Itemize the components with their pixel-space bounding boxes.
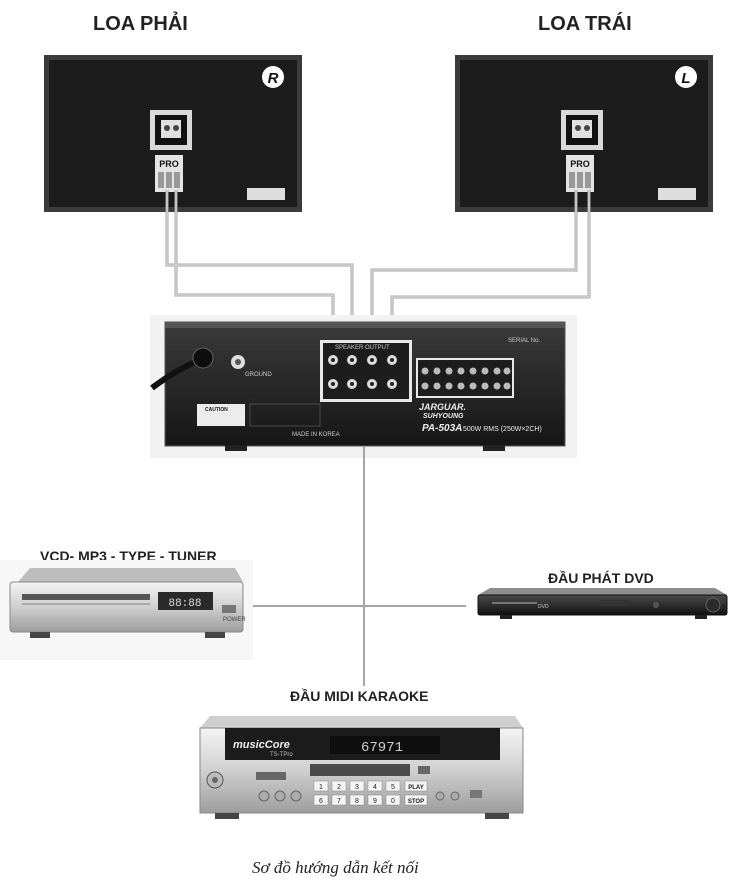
amplifier: GROUND CAUTION MADE IN KOREA SPEAKER OUT… bbox=[150, 315, 577, 458]
vcd-power-label: POWER bbox=[223, 617, 246, 623]
midi-key-1: 1 bbox=[319, 784, 323, 791]
amp-caution-label: CAUTION bbox=[205, 407, 228, 413]
right-speaker-label: LOA PHẢI bbox=[93, 13, 188, 35]
amp-speaker-output-label: SPEAKER OUTPUT bbox=[335, 345, 390, 351]
midi-stop-key: STOP bbox=[408, 799, 424, 805]
left-badge-circle bbox=[675, 66, 697, 88]
midi-play-key: PLAY bbox=[408, 785, 423, 791]
vcd-player: 88:88 POWER bbox=[0, 560, 253, 660]
left-speaker: L PRO bbox=[455, 55, 713, 212]
midi-model: TS-TPro bbox=[270, 752, 293, 758]
amp-ground-label: GROUND bbox=[245, 372, 272, 378]
rca-jacks bbox=[421, 367, 511, 390]
amp-brand-line1: JARGUAR. bbox=[419, 402, 466, 412]
midi-display: 67971 bbox=[361, 740, 403, 756]
left-terminal-label: PRO bbox=[570, 159, 590, 169]
midi-key-2: 2 bbox=[337, 784, 341, 791]
dvd-player-label: ĐẦU PHÁT DVD bbox=[548, 570, 654, 586]
midi-player-label: ĐẦU MIDI KARAOKE bbox=[290, 688, 429, 704]
source-wires bbox=[244, 446, 466, 686]
right-terminal-label: PRO bbox=[159, 159, 179, 169]
amp-brand-line2: SUHYOUNG bbox=[423, 413, 464, 420]
midi-key-8: 8 bbox=[355, 798, 359, 805]
midi-key-4: 4 bbox=[373, 784, 377, 791]
midi-key-5: 5 bbox=[391, 784, 395, 791]
dvd-badge: DVD bbox=[538, 604, 549, 610]
amp-model: PA-503A bbox=[422, 423, 462, 434]
diagram-caption: Sơ đồ hướng dẫn kết nối bbox=[252, 858, 419, 877]
left-speaker-label: LOA TRÁI bbox=[538, 13, 632, 35]
amp-made-in-label: MADE IN KOREA bbox=[292, 432, 340, 438]
dvd-player: DVD bbox=[477, 588, 728, 619]
midi-key-7: 7 bbox=[337, 798, 341, 805]
right-speaker: R PRO bbox=[44, 55, 302, 212]
right-badge-circle bbox=[262, 66, 284, 88]
amp-power: 500W RMS (250W×2CH) bbox=[463, 426, 542, 433]
midi-key-3: 3 bbox=[355, 784, 359, 791]
midi-key-0: 0 bbox=[391, 798, 395, 805]
left-badge: L bbox=[681, 70, 690, 87]
vcd-display: 88:88 bbox=[168, 598, 201, 610]
midi-key-6: 6 bbox=[319, 798, 323, 805]
midi-keypad: 1 2 3 4 5 6 7 8 9 0 bbox=[313, 780, 401, 806]
amp-serial-label: SERIAL No. bbox=[508, 338, 540, 344]
midi-brand: musicCore bbox=[233, 739, 290, 751]
midi-karaoke-player: musicCore TS-TPro 67971 1 2 3 4 5 bbox=[199, 716, 524, 819]
right-badge: R bbox=[268, 70, 279, 87]
midi-key-9: 9 bbox=[373, 798, 377, 805]
speaker-output-terminals bbox=[328, 355, 397, 389]
